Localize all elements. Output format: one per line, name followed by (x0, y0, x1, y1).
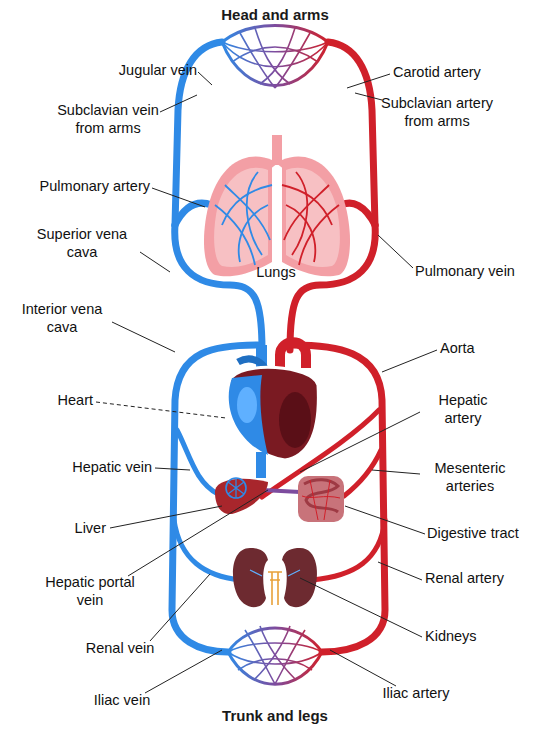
leader-line (152, 188, 205, 207)
kidneys (282, 548, 317, 607)
liver (228, 478, 244, 498)
part-label: Pulmonary artery (40, 177, 150, 195)
leader-line (355, 93, 382, 100)
digestive-tract (298, 476, 344, 522)
part-label: Heart (58, 391, 93, 409)
kidneys (268, 572, 282, 605)
liver (226, 478, 246, 498)
artery (312, 520, 385, 580)
vein (174, 520, 240, 580)
capillary-bed (260, 626, 296, 680)
leader-line (96, 72, 437, 693)
kidneys (233, 548, 317, 607)
leader-line (112, 322, 175, 352)
part-label: Carotid artery (393, 63, 481, 81)
lungs (204, 135, 350, 276)
lungs (204, 156, 272, 276)
leader-line (382, 350, 437, 372)
capillary-bed (222, 26, 328, 43)
part-label: Kidneys (425, 627, 477, 645)
leader-line (140, 252, 170, 272)
leader-line (96, 402, 226, 418)
vein (177, 430, 218, 494)
part-label: Subclavian artery from arms (370, 94, 505, 130)
capillary-bed (228, 626, 322, 684)
part-label: Hepatic vein (72, 458, 152, 476)
capillary-bed (275, 630, 305, 684)
part-label: Pulmonary vein (415, 262, 515, 280)
leader-line (378, 562, 422, 580)
lungs (282, 172, 339, 265)
kidneys (250, 570, 300, 576)
heart (237, 387, 257, 423)
leader-line (150, 574, 210, 641)
capillary-bed (222, 26, 328, 89)
leader-line (128, 490, 268, 576)
capillary-bed (228, 652, 322, 684)
capillary-bed (222, 42, 328, 86)
digestive-tract (304, 480, 338, 512)
part-label: Renal artery (425, 569, 504, 587)
capillary-bed (232, 47, 318, 62)
lungs (214, 168, 268, 267)
lungs (282, 156, 350, 276)
artery (344, 450, 381, 496)
leader-line (347, 74, 390, 88)
leader-line (330, 650, 396, 686)
part-label: Interior vena cava (10, 300, 115, 336)
part-label: Head and arms (190, 6, 360, 24)
lungs (215, 205, 255, 265)
heart (279, 392, 311, 448)
leader-line (345, 506, 425, 534)
part-label: Iliac artery (366, 684, 466, 702)
part-label: Liver (75, 519, 106, 537)
part-label: Hepatic portal vein (35, 573, 145, 609)
capillary-bed (245, 630, 275, 684)
part-label: Hepatic artery (421, 391, 506, 427)
leader-line (300, 412, 420, 472)
part-label: Superior vena cava (27, 225, 137, 261)
leader-line (372, 470, 420, 474)
capillary-bed (275, 33, 310, 88)
capillary-bed (240, 33, 275, 88)
liver (215, 479, 268, 514)
digestive-tract (302, 480, 340, 520)
leader-line (300, 578, 422, 637)
part-label: Jugular vein (119, 61, 197, 79)
capillary-bed (260, 28, 295, 84)
part-label: Trunk and legs (190, 707, 360, 725)
heart (256, 452, 266, 478)
liver (215, 478, 268, 514)
capillary-bed (222, 42, 328, 67)
lungs (286, 168, 340, 267)
leader-line (110, 506, 222, 528)
part-label: Digestive tract (427, 524, 519, 542)
leader-line (378, 235, 413, 268)
capillary-bed (254, 626, 290, 680)
part-label: Mesenteric arteries (420, 459, 520, 495)
part-label: Subclavian vein from arms (46, 101, 171, 137)
kidneys (233, 548, 268, 607)
lungs (299, 205, 339, 265)
leader-line (160, 95, 197, 112)
part-label: Iliac vein (72, 691, 172, 709)
leader-line (155, 468, 190, 470)
lungs (284, 185, 329, 240)
leader-line (198, 72, 212, 85)
heart (229, 375, 268, 455)
heart (229, 342, 319, 478)
leader-line (145, 650, 222, 693)
capillary-bed (228, 628, 322, 652)
lungs (215, 172, 272, 265)
capillary-bed (238, 659, 312, 670)
heart (229, 367, 318, 460)
lungs (225, 185, 270, 240)
part-label: Aorta (440, 339, 475, 357)
part-label: Renal vein (70, 639, 170, 657)
artery (262, 42, 385, 652)
digestive-tract (298, 476, 344, 522)
part-label: Lungs (236, 263, 316, 281)
capillary-bed (228, 643, 322, 652)
